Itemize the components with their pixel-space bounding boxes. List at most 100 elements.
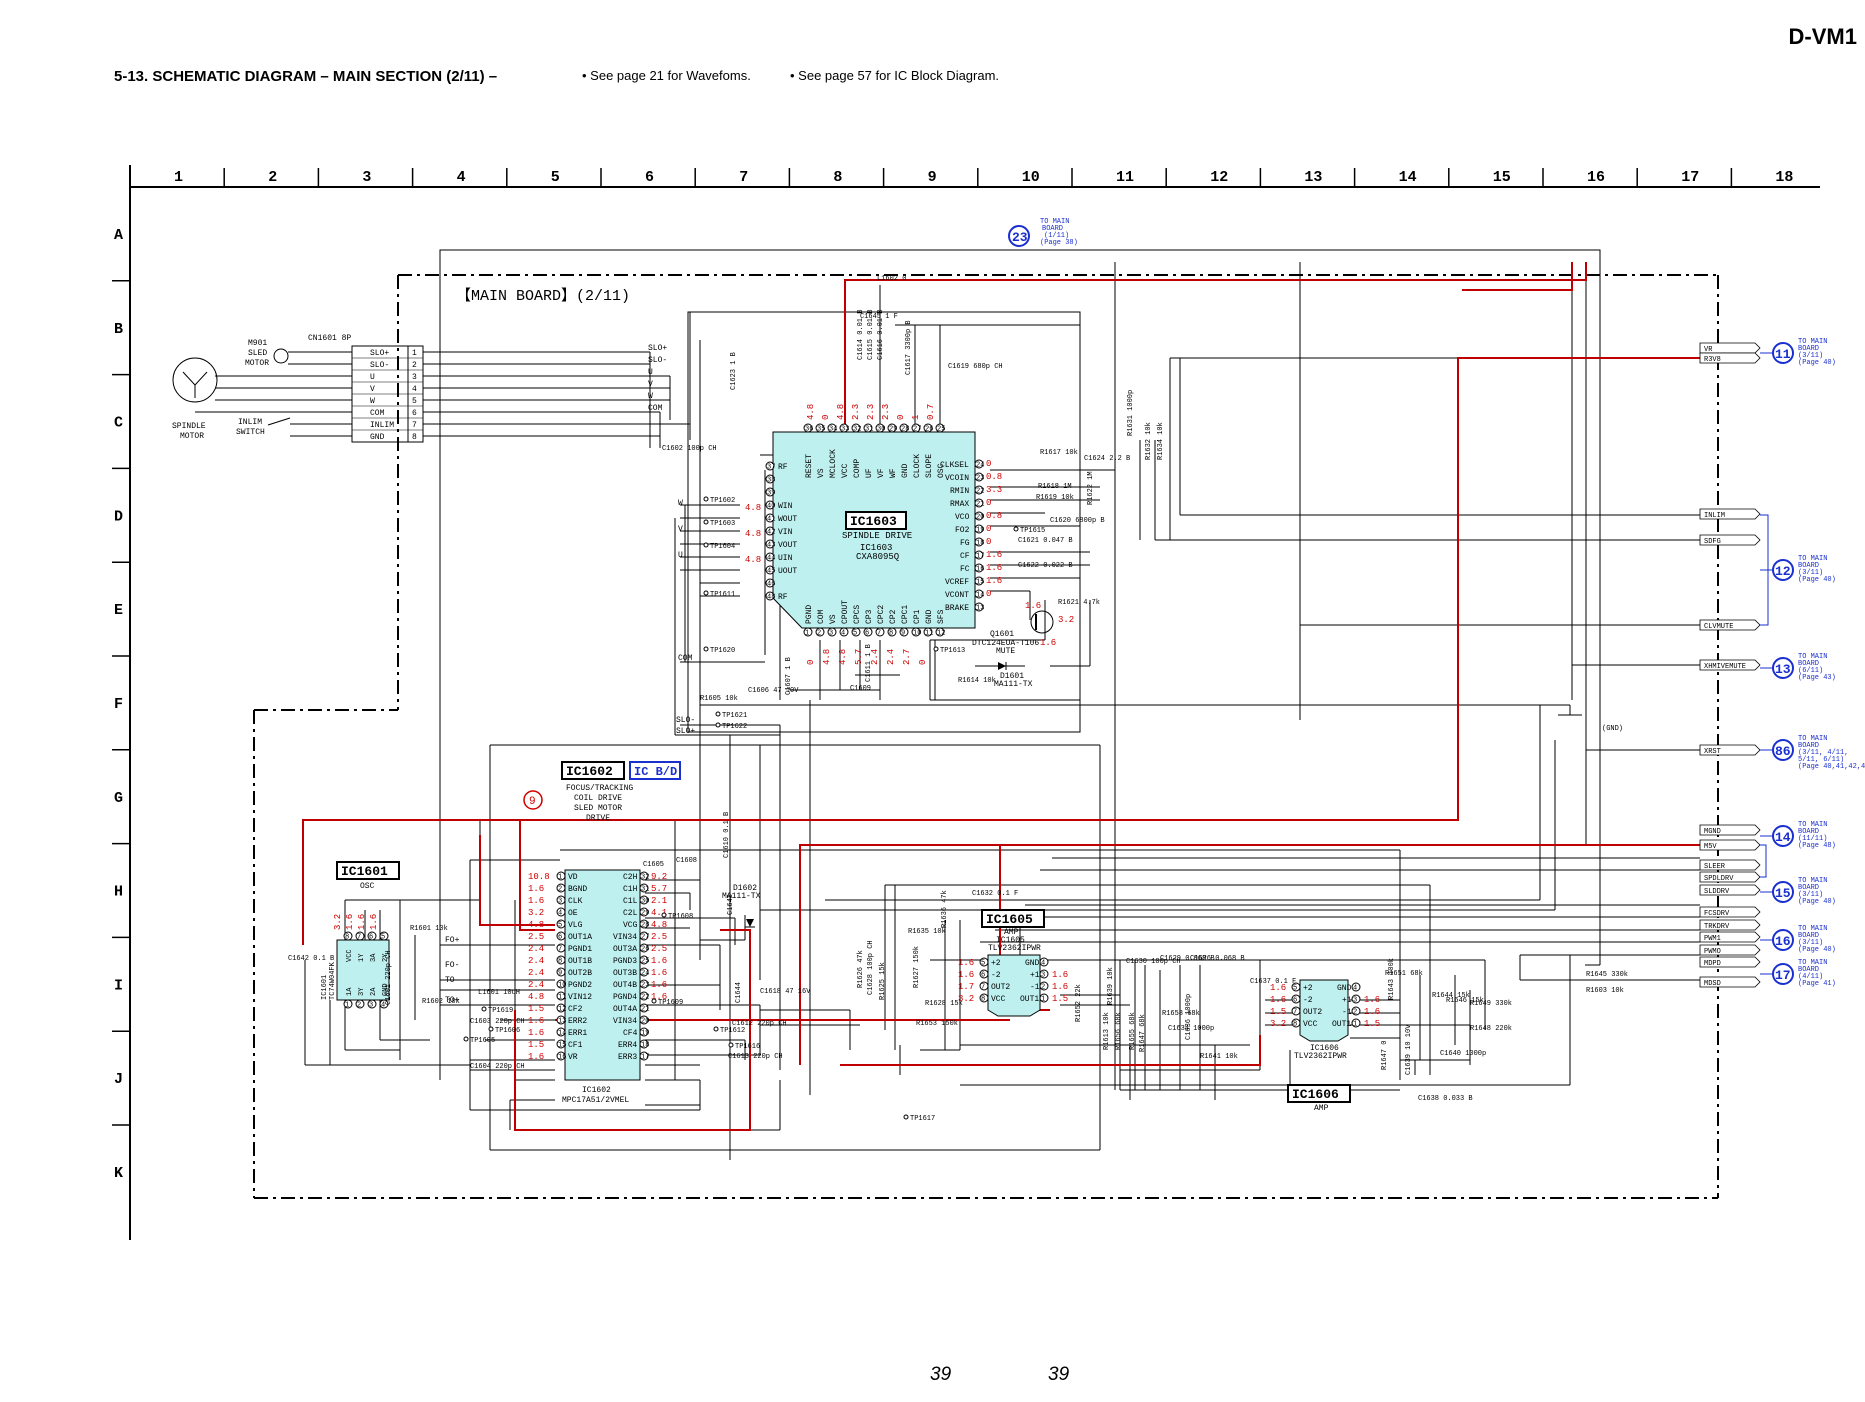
pin-number: 5 [853, 630, 857, 638]
net-label: FO+ [445, 936, 460, 945]
pin-marker [556, 943, 566, 953]
ic1602-pin-name: ERR4 [618, 1041, 637, 1050]
pin-marker [1291, 1018, 1301, 1028]
grid-column-label: 15 [1493, 169, 1511, 186]
grid-row-label: K [114, 1165, 123, 1182]
component-label: C1637 0.1 F [1250, 978, 1296, 986]
pin-marker [851, 423, 861, 433]
ic1603-voltage: 1 [911, 415, 921, 420]
pin-number: 2 [357, 1002, 361, 1010]
ic1603-pin-name: RESET [805, 454, 814, 478]
diagram-heading: 5-13. SCHEMATIC DIAGRAM – MAIN SECTION (… [114, 68, 498, 85]
component-label: C1605 [643, 861, 664, 869]
amp-pin-name: -2 [1303, 996, 1313, 1005]
pin-marker [556, 871, 566, 881]
signal-name: XRST [1704, 748, 1721, 756]
component-label: R1632 10k [1145, 422, 1153, 460]
pin-number: 11 [558, 994, 566, 1002]
component-label: C1604 220p CH [470, 1063, 525, 1071]
ic1602-voltage: 4.8 [651, 920, 667, 930]
test-point-label: TP1604 [710, 543, 735, 551]
ic1602-pin-name: OUT3B [613, 969, 637, 978]
pin-marker [1351, 1018, 1361, 1028]
component-label: C1618 47 16V [760, 988, 811, 996]
ic1603-voltage: 0.8 [986, 511, 1002, 521]
pin-number: 3 [1041, 972, 1045, 980]
pin-number: 6 [558, 934, 562, 942]
spindle-label-2: MOTOR [180, 432, 204, 441]
svg-text:3.2: 3.2 [1058, 615, 1074, 625]
amp-voltage: 1.5 [1052, 994, 1068, 1004]
ref-text: BOARD [1798, 742, 1819, 750]
ref-circle [1772, 559, 1794, 581]
ic1603-pin-name: WOUT [778, 515, 797, 524]
component-label: R1613 10k [1103, 1012, 1111, 1050]
ref-text: (Page 40,41,42,43) [1798, 763, 1865, 771]
grid-column-label: 4 [457, 169, 466, 186]
pin-marker [815, 627, 825, 637]
ic1603-voltage: 2.3 [851, 404, 861, 420]
connector-pin-number: 7 [412, 421, 417, 430]
ic1603-pin-name: CLOCK [913, 454, 922, 478]
ref-text: (3/11) [1798, 352, 1823, 360]
ic1602-pin-name: VIN34 [613, 1017, 637, 1026]
pin-marker [639, 907, 649, 917]
grid-column-label: 3 [362, 169, 371, 186]
ic1603-pin-name: COM [817, 609, 826, 624]
component-label: R1619 10k [1036, 494, 1074, 502]
grid-column-label: 7 [739, 169, 748, 186]
pin-marker [765, 474, 775, 484]
amp-pin-name: GND [1025, 959, 1040, 968]
pin-marker [851, 627, 861, 637]
ic1603-voltage: 4.8 [838, 649, 848, 665]
test-point-marker [703, 590, 709, 596]
diode-d1601: D1601 MA111-TX [994, 662, 1033, 689]
svg-text:DTC124EUA-T106: DTC124EUA-T106 [972, 639, 1039, 648]
grid-column-label: 9 [928, 169, 937, 186]
component-label: R1634 10k [1157, 422, 1165, 460]
svg-text:23: 23 [1012, 230, 1028, 245]
ic1602-voltage: 2.4 [528, 944, 544, 954]
ic-block-diagram-link[interactable]: IC B/D [634, 765, 677, 779]
component-label: R1652 22k [1075, 984, 1083, 1022]
ic1603-pin-name: RMIN [950, 487, 969, 496]
component-label: C1642 0.1 B [288, 955, 334, 963]
signal-name: PWM1 [1704, 935, 1721, 943]
signal-name: VR [1704, 346, 1713, 354]
pin-marker [556, 919, 566, 929]
ic1603-voltage: 2.4 [870, 649, 880, 665]
ic1603-pin-name: VS [817, 468, 826, 478]
signal-tag [1699, 659, 1761, 671]
ic1602-voltage: 1.6 [528, 1016, 544, 1026]
waveform-marker[interactable] [523, 790, 543, 810]
grid-frame [129, 165, 1820, 1240]
ic1605-ref: IC1605 [986, 912, 1033, 927]
pin-marker [1351, 982, 1361, 992]
pin-marker [923, 423, 933, 433]
pin-number: 13 [976, 605, 984, 613]
offpage-ref-top[interactable]: 23 TO MAIN BOARD (1/11) (Page 38) [1008, 218, 1078, 247]
pin-number: 3 [829, 630, 833, 638]
component-label: C1630 100p CH [1126, 958, 1181, 966]
ref-text: (Page 40) [1798, 359, 1836, 367]
pin-number: 15 [558, 1042, 566, 1050]
amp-voltage: 1.6 [1052, 982, 1068, 992]
ic1601-pin-name: 2A [370, 987, 378, 996]
pin-marker [911, 423, 921, 433]
ref-text: TO MAIN [1798, 653, 1827, 661]
pin-number: 30 [877, 426, 885, 434]
amp-voltage: 3.2 [1270, 1019, 1286, 1029]
ref-text: TO MAIN [1798, 821, 1827, 829]
svg-text:MA111-TX: MA111-TX [722, 892, 761, 901]
pin-number: 45 [767, 568, 775, 576]
